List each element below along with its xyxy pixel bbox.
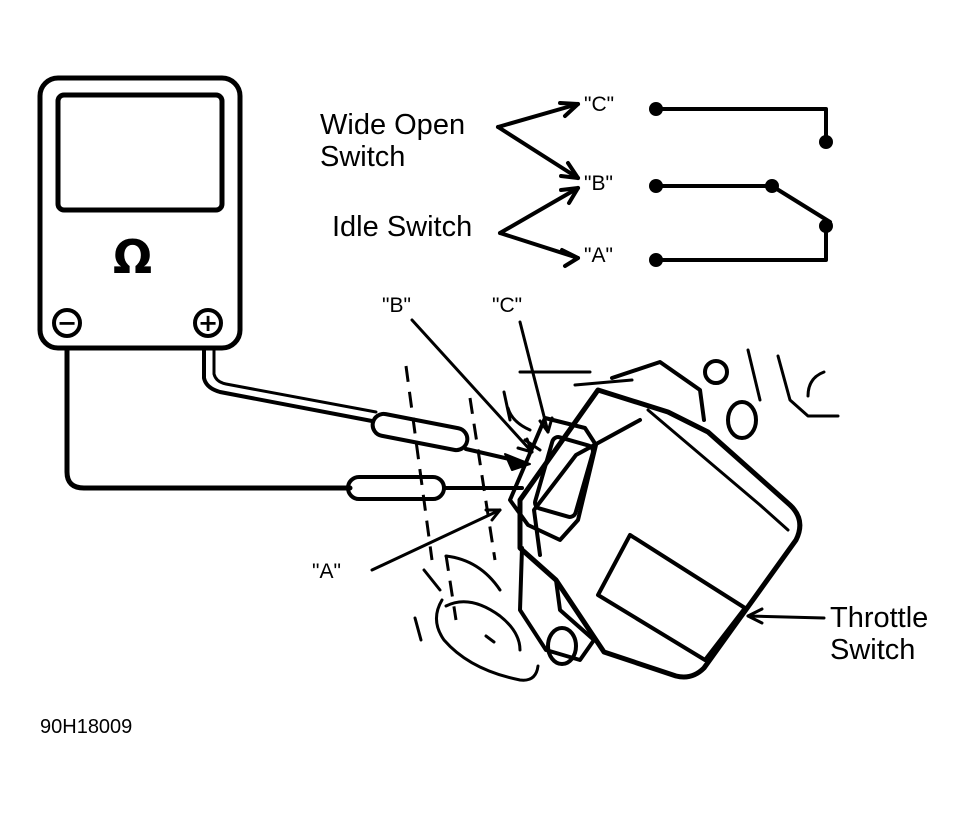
callout-b-leader [410,318,534,454]
wide-open-arrow-to-b [496,125,580,180]
connector-opening [508,416,598,542]
terminal-a-line [654,224,828,262]
idle-arrow-to-a [498,231,580,260]
positive-lead-wire [202,346,374,423]
positive-probe-handle [370,411,470,453]
callout-c-leader [518,320,550,434]
ohmmeter-body [37,75,243,351]
throttle-switch-label-panel [596,533,747,662]
throttle-switch-label: Throttle Switch [830,602,929,666]
callout-terminal-c: "C" [492,294,523,317]
callout-a-leader [370,508,502,572]
schematic-contact-dots [649,102,833,267]
dashed-guides [404,365,497,621]
schematic-terminal-b: "B" [584,172,613,195]
negative-terminal-sign: − [56,309,78,337]
positive-terminal [193,308,223,338]
callout-terminal-a: "A" [312,560,341,583]
figure-code: 90H18009 [40,716,133,738]
switch-schematic [496,101,832,268]
negative-terminal [52,308,82,338]
idle-arrow-to-b [498,186,580,235]
test-leads [64,345,531,501]
throttle-switch-leader [746,614,826,620]
negative-probe-handle [346,475,446,501]
callout-terminal-b: "B" [382,294,411,317]
ohm-symbol: Ω [113,230,153,284]
idle-switch-label: Idle Switch [332,211,473,243]
schematic-terminal-c: "C" [584,93,615,116]
schematic-terminal-a: "A" [584,244,613,267]
wide-open-arrow-to-c [496,102,580,129]
callout-leaders [370,318,826,625]
terminal-b-line [654,184,832,224]
throttle-switch-body [413,348,840,682]
wide-open-switch-label: Wide Open Switch [320,109,466,173]
positive-terminal-sign: + [197,309,219,337]
ohmmeter-display [55,92,225,213]
negative-lead-wire [64,345,353,491]
ohmmeter [37,75,243,351]
terminal-c-line [654,107,828,142]
